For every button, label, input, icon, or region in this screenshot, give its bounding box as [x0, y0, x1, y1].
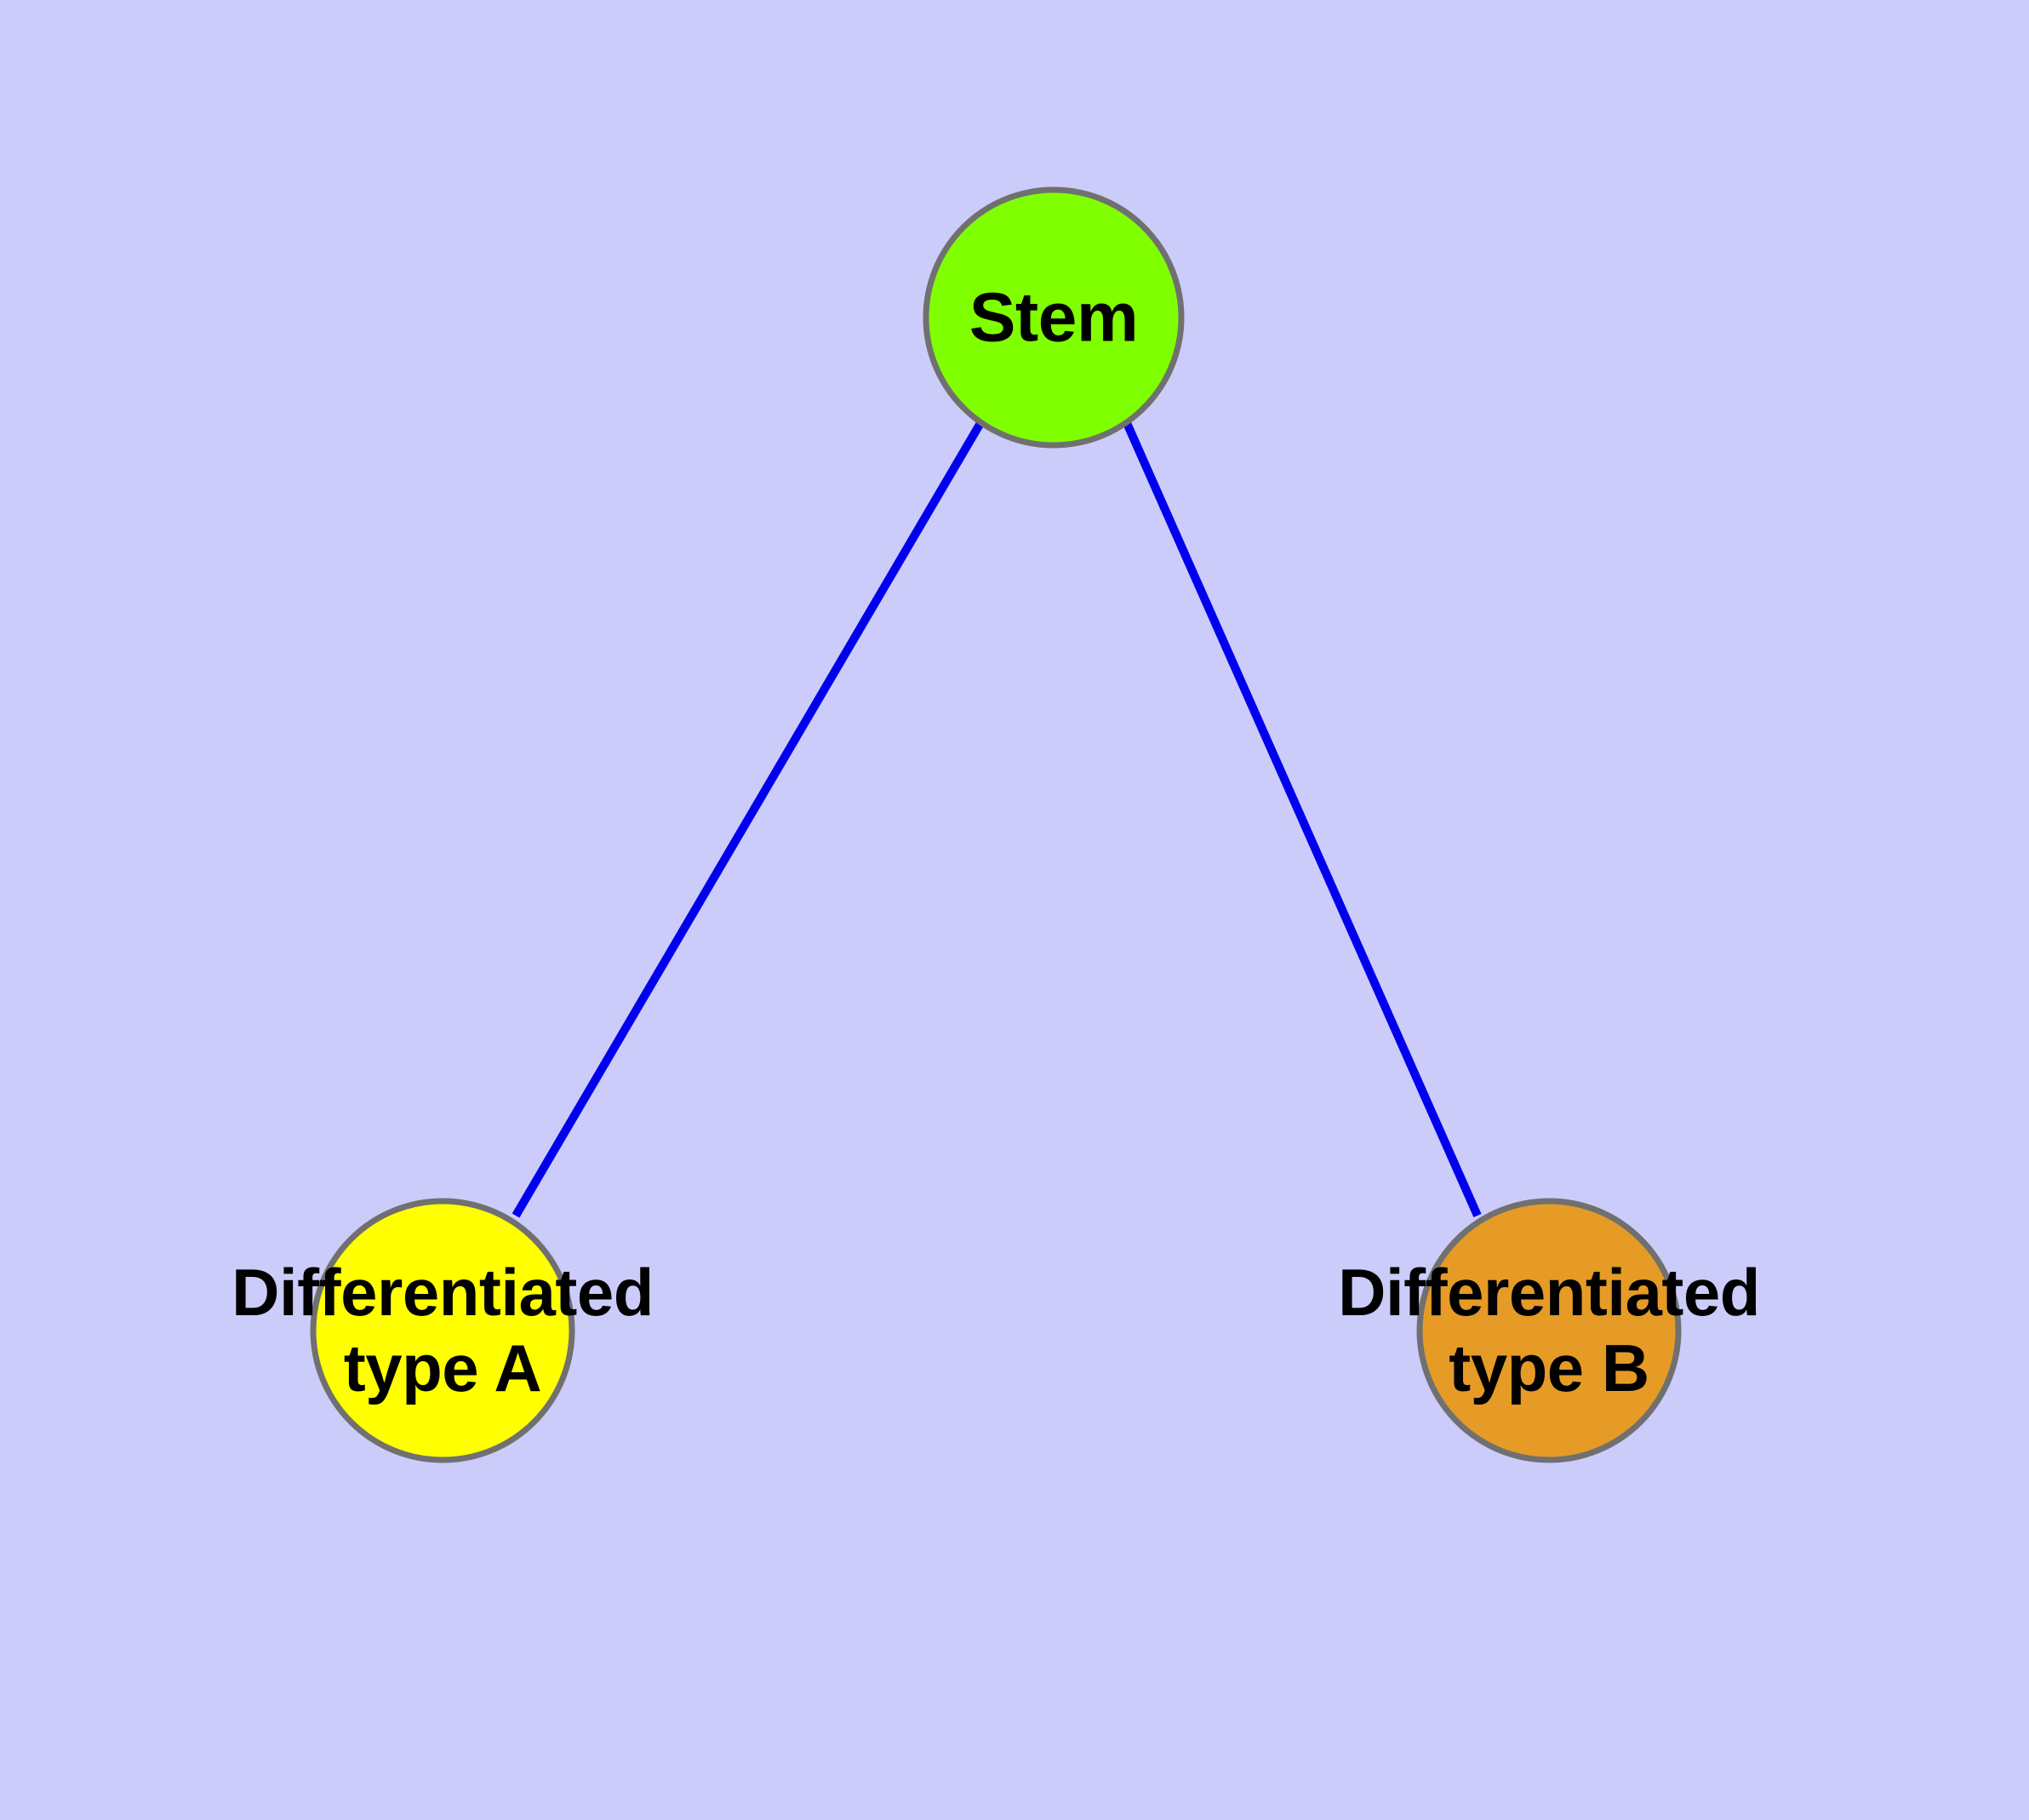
node-layer — [310, 186, 1682, 1463]
edge-layer — [512, 421, 1482, 1218]
node-diff-a[interactable] — [310, 1198, 575, 1463]
node-stem[interactable] — [923, 186, 1185, 449]
edge-stem-to-diff-a — [512, 421, 985, 1218]
edge-stem-to-diff-b — [1123, 421, 1482, 1218]
node-diff-b[interactable] — [1416, 1198, 1682, 1463]
